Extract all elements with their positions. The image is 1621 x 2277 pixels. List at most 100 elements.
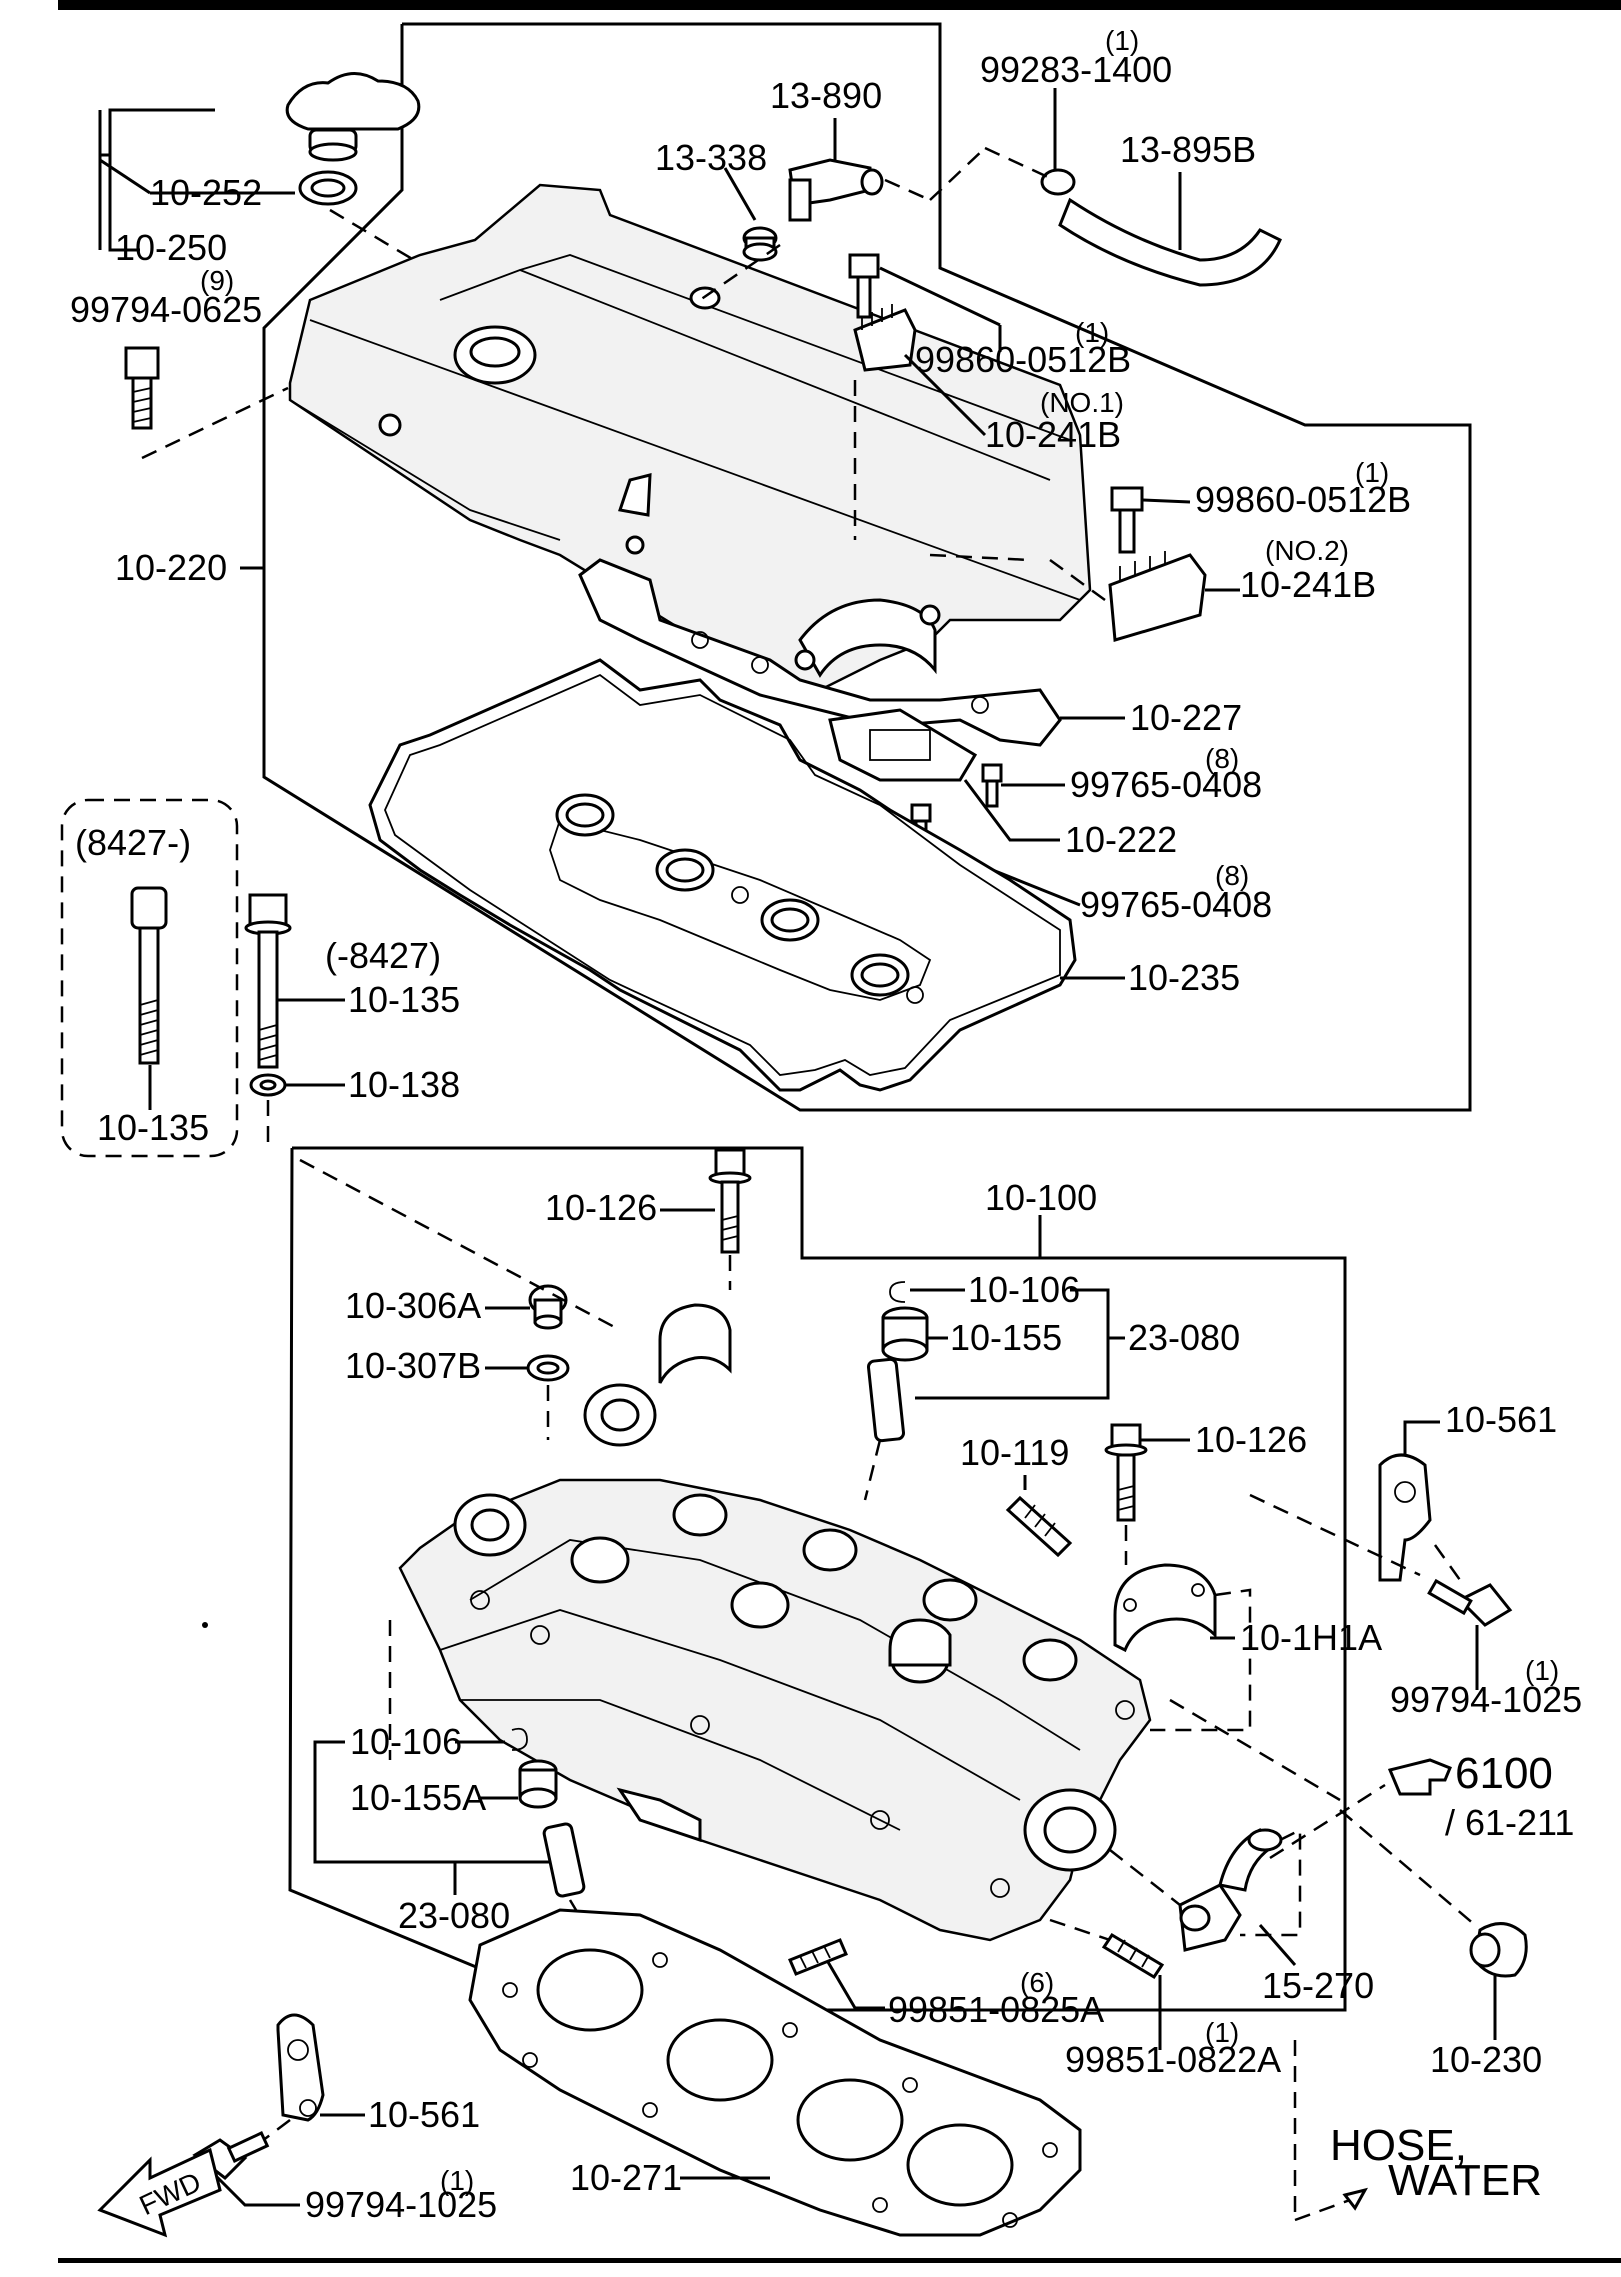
bracket-2-icon [1108,551,1207,642]
bracket-1-icon [853,304,917,372]
blind-plug-icon [1469,1922,1528,1978]
label-bracket2: 10-241B [1240,564,1376,605]
head-gasket-icon [468,1908,1082,2237]
label-cam-cap: 10-1H1A [1240,1617,1382,1658]
label-bracket-left: 10-561 [368,2094,480,2135]
bolt-icon [124,346,160,430]
label-valve-guide-assy-left: 23-080 [398,1895,510,1936]
label-head-bolt-old: 10-135 [348,979,460,1020]
label-stud: 10-119 [960,1432,1069,1473]
bracket-bolt-1-icon [848,253,880,319]
label-valve-guide-assy-top: 23-080 [1128,1317,1240,1358]
label-ref-arrow-sub: / 61-211 [1445,1802,1574,1843]
label-bracket-left-bolt: 99794-1025 [305,2184,497,2225]
label-bracket-right: 10-561 [1445,1399,1557,1440]
label-baffle-gasket: 10-222 [1065,819,1177,860]
stray-dot [202,1622,208,1628]
reference-pointer-icon [1387,1758,1452,1796]
label-cap-gasket: 10-252 [150,172,262,213]
screw-1-icon [981,763,1003,808]
label-stud-left: 99851-0825A [888,1989,1104,2030]
bracket-right-icon [1378,1453,1432,1582]
label-head-bolt-new: 10-135 [97,1107,209,1148]
valve-guide-top-icon [866,1357,906,1443]
label-bracket2-bolt: 99860-0512B [1195,479,1411,520]
valve-seal-left-icon [518,1759,558,1809]
label-clip-hose: 99283-1400 [980,49,1172,90]
label-bracket-right-bolt: 99794-1025 [1390,1679,1582,1720]
label-serial-range-new: (8427-) [75,822,191,863]
head-bolt-new-icon [130,886,168,1065]
washer-icon [249,1073,287,1097]
spark-plug-seal-gasket-icon [549,793,932,1004]
label-bracket2-bolt-qty: (1) [1355,457,1389,488]
upper-frame [262,22,1472,1112]
label-baffle-screw2: 99765-0408 [1080,884,1272,925]
label-cover-gasket: 10-235 [1128,957,1240,998]
cam-cap-icon [1113,1563,1217,1653]
label-hose-line2: WATER [1388,2156,1542,2205]
hose-clip-icon [1040,168,1076,196]
label-cylinder-head: 10-100 [985,1177,1097,1218]
label-bolt-top-left: 99794-0625 [70,289,262,330]
pcv-valve-icon [788,158,884,222]
label-bracket1-bolt: 99860-0512B [915,339,1131,380]
label-head-gasket: 10-271 [570,2157,682,2198]
forward-arrow-icon: FWD [97,2147,222,2238]
stud-left-icon [788,1938,848,1976]
label-bracket2-note: (NO.2) [1265,535,1349,566]
plug-icon [528,1284,568,1330]
lower-frame [288,1146,1347,2012]
label-retainer-top: 10-106 [968,1269,1080,1310]
label-bracket1: 10-241B [985,414,1121,455]
water-outlet-icon [1178,1828,1283,1952]
plug-gasket-icon [526,1354,570,1382]
baffle-gasket-icon [828,708,978,782]
label-serial-range-old: (-8427) [325,935,441,976]
label-retainer-left: 10-106 [350,1721,462,1762]
label-hose-pcv: 13-895B [1120,129,1256,170]
label-plug-gasket-b: 10-307B [345,1345,481,1386]
bracket-left-icon [276,2013,325,2122]
alt-bolt-dashed-frame [60,798,239,1158]
label-plug-a: 10-306A [345,1285,481,1326]
label-hose-line1: HOSE, [1330,2121,1467,2170]
stud-right-icon [1101,1932,1165,1980]
label-baffle: 10-227 [1130,697,1242,738]
cam-cap-bolt-icon [708,1148,752,1254]
label-bracket-left-bolt-qty: (1) [440,2165,474,2196]
valve-guide-left-icon [542,1822,586,1898]
baffle-plate-icon [578,558,1062,747]
grommet-icon [742,226,778,262]
label-cap-bolt-right: 10-126 [1195,1419,1307,1460]
pcv-hose-icon [1058,197,1282,287]
top-rule [58,0,1621,10]
label-baffle-screw2-qty: (8) [1215,860,1249,891]
label-bracket1-bolt-qty: (1) [1075,317,1109,348]
label-baffle-screw1-qty: (8) [1205,743,1239,774]
head-bolt-old-icon [244,893,292,1069]
label-stud-left-qty: (6) [1020,1967,1054,1998]
label-oil-cap: 10-250 [115,227,227,268]
retainer-top-icon [889,1281,906,1303]
label-stud-right: 99851-0822A [1065,2039,1281,2080]
label-head-cover: 10-220 [115,547,227,588]
cylinder-head-cover-icon [288,183,1092,702]
oil-filler-cap-icon [285,72,421,162]
label-water-outlet: 15-270 [1262,1965,1374,2006]
label-baffle-screw1: 99765-0408 [1070,764,1262,805]
label-bolt-top-left-qty: (9) [200,265,234,296]
stud-icon [1005,1495,1073,1558]
label-seal-top: 10-155 [950,1317,1062,1358]
label-clip-hose-qty: (1) [1105,25,1139,56]
cap-gasket-icon [298,170,358,206]
bracket-right-bolt-icon [1427,1578,1513,1627]
label-bracket1-note: (NO.1) [1040,387,1124,418]
label-stud-right-qty: (1) [1205,2017,1239,2048]
bracket-bolt-2-icon [1110,486,1144,554]
bottom-rule [58,2258,1621,2263]
label-ref-arrow-num: 6100 [1455,1749,1553,1798]
valve-seal-top-icon [881,1306,929,1362]
label-pcv-valve: 13-890 [770,75,882,116]
